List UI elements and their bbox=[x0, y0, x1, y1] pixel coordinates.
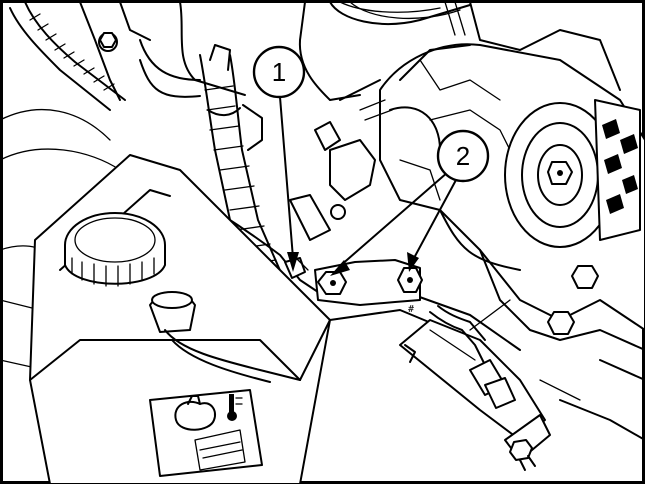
callout-1-arrowhead bbox=[287, 252, 299, 272]
coolant-reservoir bbox=[29, 154, 331, 484]
callout-2-leader-b bbox=[413, 179, 457, 259]
vertical-hose bbox=[199, 44, 283, 281]
callout-2-label: 2 bbox=[456, 141, 470, 171]
ground-bracket bbox=[314, 259, 423, 306]
wiring-loom-left bbox=[9, 1, 201, 111]
engine-bolt bbox=[571, 265, 599, 289]
engine-cover-right bbox=[289, 43, 645, 441]
callout-1: 1 bbox=[252, 45, 306, 272]
callout-2-leader-a bbox=[339, 171, 449, 267]
callout-1-leader bbox=[279, 96, 294, 259]
harness-bolt bbox=[509, 439, 533, 461]
callout-1-circle bbox=[252, 45, 306, 99]
coolant-reservoir-warning-icon bbox=[174, 394, 243, 431]
callout-2-circle bbox=[436, 129, 490, 183]
harness-mark: # bbox=[408, 304, 414, 315]
callout-2-arrowhead-a bbox=[330, 260, 350, 276]
callout-1-label: 1 bbox=[272, 57, 286, 87]
callout-2: 2 bbox=[330, 129, 490, 276]
connector-harness bbox=[399, 305, 551, 471]
engine-bolt bbox=[547, 311, 575, 335]
callout-2-arrowhead-b bbox=[407, 252, 419, 272]
